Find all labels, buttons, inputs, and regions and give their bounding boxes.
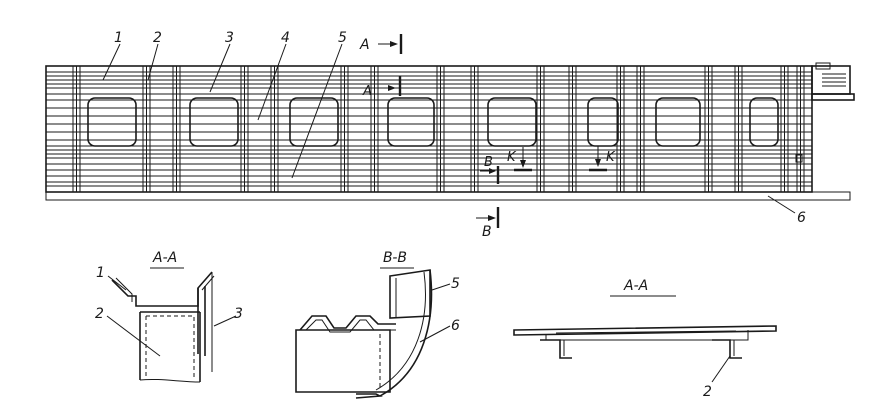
- aa-left-callout-2: 2: [95, 306, 104, 322]
- callout-2-main: 2: [153, 30, 162, 46]
- section-b-bottom-label: B: [482, 224, 492, 240]
- frame-rib: [636, 65, 645, 193]
- stringer-left: [540, 339, 572, 359]
- frame-rib: [704, 65, 713, 193]
- view-k-right-label: K: [606, 150, 616, 165]
- section-marker-b-bottom: B: [476, 207, 500, 240]
- section-aa-right: A-A 2: [513, 278, 777, 400]
- section-marker-b-top: B: [480, 155, 500, 184]
- bb-callout-5: 5: [451, 276, 460, 292]
- end-fitting: [795, 62, 855, 163]
- longitudinal-stringers: [46, 71, 812, 187]
- frame-rib: [72, 65, 81, 193]
- frame-rib: [616, 65, 625, 193]
- curved-skin: [379, 269, 433, 397]
- section-aa-right-title: A-A: [623, 278, 648, 294]
- panel-outline: [45, 65, 813, 193]
- aa-right-callout-2: 2: [703, 384, 712, 400]
- frame-rib: [470, 65, 479, 193]
- window-opening: [387, 97, 435, 147]
- frame-rib: [340, 65, 349, 193]
- frame-rib: [240, 65, 249, 193]
- frame-rib: [172, 65, 181, 193]
- callout-6-main: 6: [797, 210, 806, 226]
- section-a-mid-label: A: [362, 84, 372, 99]
- window-opening: [487, 97, 537, 147]
- callout-5-main: 5: [338, 30, 347, 46]
- frame-rib: [436, 65, 445, 193]
- frame-rib: [270, 65, 279, 193]
- section-aa-left-title: A-A: [152, 250, 177, 266]
- callout-1-main: 1: [114, 30, 123, 46]
- frame-rib: [142, 65, 151, 193]
- stringer-right: [712, 339, 742, 359]
- callout-4-main: 4: [281, 30, 290, 46]
- section-aa-left: A-A 1 2 3: [95, 250, 243, 383]
- window-opening: [189, 97, 239, 147]
- view-marker-k-right: K: [589, 146, 616, 172]
- frame-rib: [370, 65, 379, 193]
- window-opening: [655, 97, 701, 147]
- view-k-left-label: K: [507, 150, 517, 165]
- vertical-frames: [72, 65, 805, 193]
- window-opening: [587, 97, 619, 147]
- window-openings: [87, 97, 779, 147]
- corrugated-flange: [299, 315, 396, 331]
- window-opening: [87, 97, 137, 147]
- section-a-top-label: A: [359, 37, 370, 53]
- section-marker-a-top: A: [359, 34, 403, 54]
- section-marker-a-mid: A: [362, 76, 402, 99]
- bb-callout-6: 6: [451, 318, 460, 334]
- callout-3-main: 3: [225, 30, 234, 46]
- frame-rib: [734, 65, 743, 193]
- window-opening: [749, 97, 779, 147]
- window-opening: [289, 97, 339, 147]
- main-view: 1 2 3 4 5 6 A A B B: [45, 30, 855, 240]
- section-bb-title: B-B: [383, 250, 407, 266]
- section-b-top-label: B: [484, 155, 493, 170]
- section-bb: B-B 5 6: [295, 250, 460, 399]
- aa-left-callout-1: 1: [96, 265, 105, 281]
- skin-plate: [513, 325, 777, 336]
- frame-body: [139, 311, 201, 382]
- view-marker-k-left: K: [507, 147, 532, 172]
- frame-rib: [796, 65, 805, 193]
- aa-left-callout-3: 3: [234, 306, 243, 322]
- frame-rib: [780, 65, 789, 193]
- box-body: [295, 329, 391, 393]
- bottom-strip: [45, 191, 851, 201]
- frame-rib: [536, 65, 545, 193]
- main-callout-leaders: [102, 43, 796, 214]
- frame-rib: [568, 65, 577, 193]
